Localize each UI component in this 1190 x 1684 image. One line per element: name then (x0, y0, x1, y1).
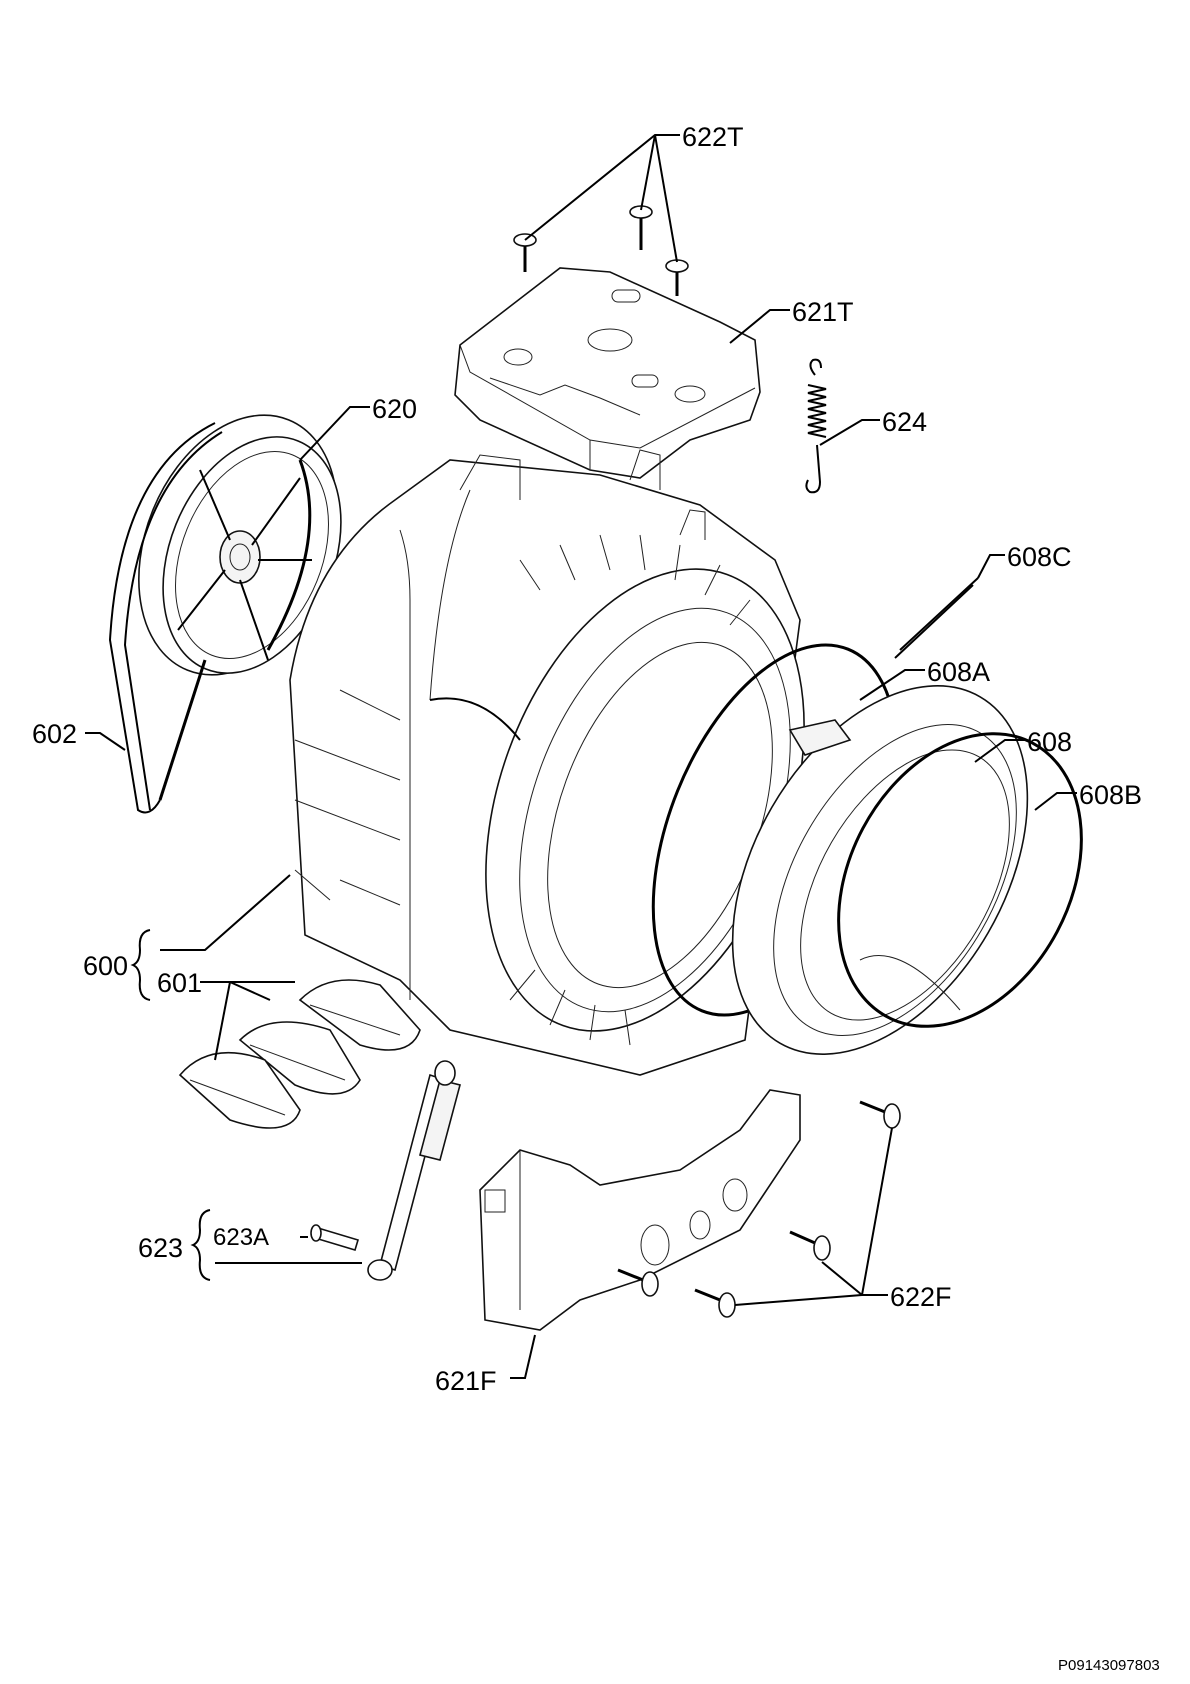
screw-622F-4 (694, 1288, 736, 1318)
tub-600 (289, 449, 805, 1076)
door-seal-608 (731, 685, 1029, 1055)
wire-608C (894, 577, 979, 659)
document-code: P09143097803 (1058, 1657, 1160, 1674)
paddle-601-2 (238, 1021, 361, 1095)
paddle-601-3 (178, 1052, 301, 1129)
label-608C: 608C (1007, 542, 1072, 572)
label-601: 601 (157, 968, 202, 998)
callout-labels: 622T 621T 624 620 608C 608A 608 608B 602… (32, 122, 1160, 1674)
spring-624 (805, 358, 827, 494)
paddle-601-1 (298, 979, 421, 1051)
screw-622F-1 (859, 1100, 901, 1129)
label-600: 600 (83, 951, 128, 981)
label-623: 623 (138, 1233, 183, 1263)
front-counterweight-621F (479, 1089, 801, 1331)
label-622T: 622T (682, 122, 744, 152)
label-602: 602 (32, 719, 77, 749)
screw-622F-3 (617, 1268, 659, 1297)
top-counterweight-621T (454, 267, 761, 479)
label-623A: 623A (213, 1224, 269, 1251)
shock-absorber-623 (367, 1060, 461, 1281)
label-608: 608 (1027, 727, 1072, 757)
clamp-ring-608B (837, 732, 1083, 1028)
label-620: 620 (372, 394, 417, 424)
label-621F: 621F (435, 1366, 497, 1396)
bolt-623A (310, 1224, 359, 1251)
screw-622T-2 (629, 205, 653, 250)
label-624: 624 (882, 407, 927, 437)
label-608B: 608B (1079, 780, 1142, 810)
label-621T: 621T (792, 297, 854, 327)
label-608A: 608A (927, 657, 990, 687)
belt-602 (108, 422, 223, 814)
pulley-620 (138, 414, 342, 676)
label-622F: 622F (890, 1282, 952, 1312)
leader-lines (85, 134, 1077, 1379)
screw-622T-3 (665, 259, 689, 296)
screw-622F-2 (789, 1230, 831, 1261)
